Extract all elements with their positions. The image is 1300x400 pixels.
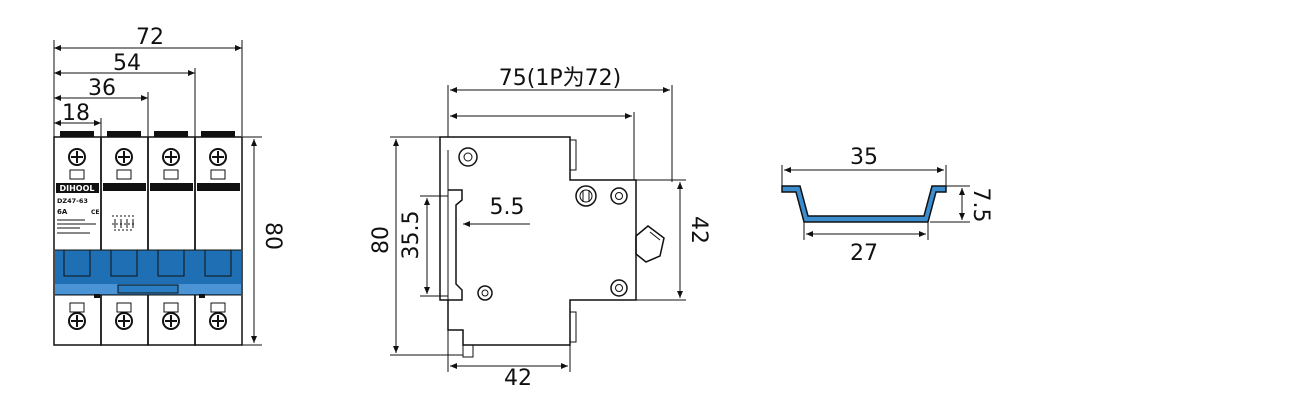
dim-text-72: 72 — [136, 25, 164, 50]
dim-text-36: 36 — [88, 76, 116, 101]
bottom-screws — [68, 302, 227, 330]
rail-shape — [781, 185, 947, 223]
dim-text-rail-35: 35 — [850, 145, 878, 170]
dim-text-54: 54 — [113, 51, 141, 76]
dim-text-rail-27: 27 — [850, 241, 878, 266]
dim-text-35-5: 35.5 — [399, 211, 424, 260]
model-label: DZ47-63 — [57, 197, 88, 205]
front-view: 72 54 36 18 DIHOOL — [53, 25, 285, 346]
dim-text-side-42: 42 — [686, 216, 711, 244]
ce-mark: CE — [91, 209, 100, 216]
dim-text-front-80: 80 — [260, 222, 285, 250]
handle-lever — [635, 225, 665, 263]
handle-band — [55, 249, 241, 298]
dim-text-side-80: 80 — [369, 226, 394, 254]
dim-text-5-5: 5.5 — [490, 195, 525, 220]
rating-label: 6A — [57, 208, 68, 216]
wiring-symbol-icon — [112, 215, 136, 231]
side-view: 75(1P为72) 80 35.5 5.5 42 42 — [369, 66, 711, 391]
din-rail-profile: 35 27 7.5 — [781, 145, 993, 266]
dim-text-18: 18 — [62, 101, 90, 126]
brand-label: DIHOOL — [59, 184, 94, 193]
dim-text-bottom-42: 42 — [504, 366, 532, 391]
dim-text-75: 75(1P为72) — [499, 66, 621, 91]
top-screws — [68, 148, 227, 180]
dim-text-rail-7-5: 7.5 — [968, 188, 993, 223]
